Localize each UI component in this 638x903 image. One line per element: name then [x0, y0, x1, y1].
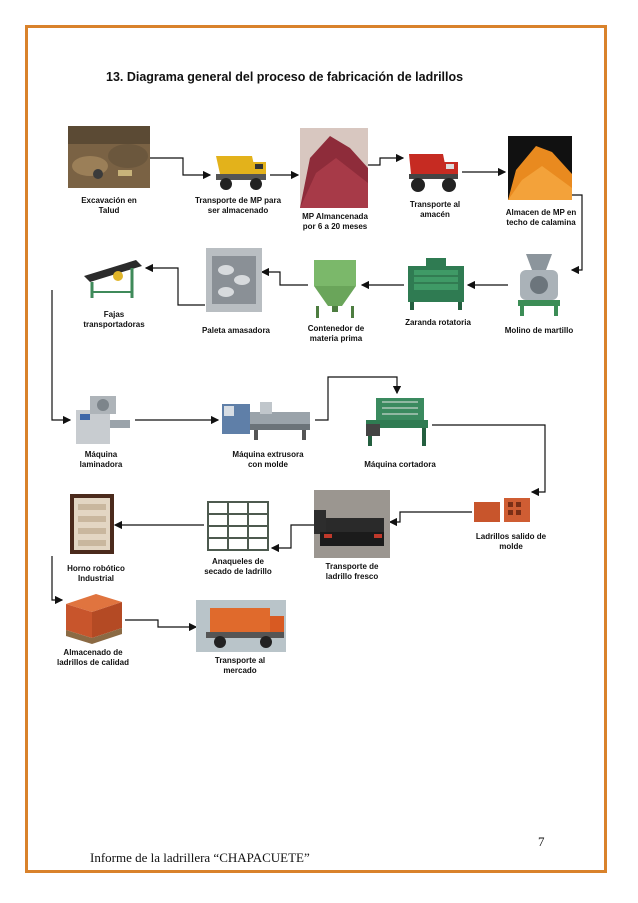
- step-label: Máquina extrusora con molde: [232, 450, 304, 469]
- laminating-machine-icon: [76, 396, 130, 444]
- hammer-mill-icon: [518, 254, 560, 316]
- step-label: Fajas transportadoras: [83, 310, 145, 329]
- arrow-9-10: [144, 263, 205, 306]
- step-label: Transporte de MP para ser almacenado: [194, 196, 282, 215]
- step-label: Transporte de ladrillo fresco: [325, 562, 379, 581]
- stockpile-photo: [300, 128, 368, 208]
- page-number: 7: [538, 834, 545, 849]
- drying-shelves-icon: [207, 501, 269, 551]
- footer-text: Informe de la ladrillera “CHAPACUETE”: [90, 850, 310, 865]
- rotary-screen-icon: [408, 258, 464, 310]
- step-label: Transporte al mercado: [214, 656, 266, 675]
- arrow-13-14: [432, 424, 546, 497]
- arrow-18-19: [125, 619, 198, 632]
- step-label: Molino de martillo: [504, 326, 574, 335]
- conveyor-belt-icon: [84, 260, 142, 298]
- kiln-icon: [70, 494, 114, 554]
- arrow-1-2: [150, 157, 212, 180]
- step-label: MP Almancenada por 6 a 20 meses: [302, 212, 368, 231]
- arrow-10-11: [51, 290, 72, 425]
- step-label: Horno robótico Industrial: [67, 564, 125, 583]
- bricks-icon: [474, 498, 530, 522]
- orange-pile-photo: [508, 136, 572, 200]
- step-label: Almacen de MP en techo de calamina: [505, 208, 577, 227]
- arrow-12-13: [315, 376, 402, 421]
- arrow-8-9: [260, 267, 308, 286]
- step-label: Zaranda rotatoria: [405, 318, 471, 327]
- step-label: Excavación en Talud: [81, 196, 137, 215]
- cutting-machine-icon: [366, 398, 428, 446]
- arrow-14-15: [388, 511, 472, 527]
- step-label: Contenedor de materia prima: [307, 324, 365, 343]
- brick-pallet-icon: [66, 594, 122, 644]
- flatbed-truck-icon: [314, 490, 390, 558]
- dump-truck-icon: [216, 156, 266, 190]
- diagram-title: 13. Diagrama general del proceso de fabr…: [106, 70, 464, 84]
- excavation-photo: [68, 126, 150, 188]
- step-label: Máquina laminadora: [79, 450, 123, 469]
- page-border: [25, 25, 607, 873]
- step-label: Anaqueles de secado de ladrillo: [204, 557, 272, 576]
- step-label: Transporte al amacén: [409, 200, 461, 219]
- kneading-paddle-icon: [206, 248, 262, 312]
- step-label: Ladrillos salido de molde: [475, 532, 547, 551]
- arrow-15-16: [270, 524, 314, 553]
- arrow-5-6: [570, 194, 583, 275]
- extruder-icon: [222, 402, 310, 440]
- arrow-17-18: [51, 556, 64, 605]
- step-label: Almacenado de ladrillos de calidad: [56, 648, 130, 667]
- step-label: Máquina cortadora: [364, 460, 436, 469]
- arrow-3-4: [368, 153, 405, 166]
- step-label: Paleta amasadora: [201, 326, 271, 335]
- hopper-icon: [314, 260, 356, 318]
- brick-truck-icon: [196, 600, 286, 652]
- red-dump-truck-icon: [409, 154, 458, 192]
